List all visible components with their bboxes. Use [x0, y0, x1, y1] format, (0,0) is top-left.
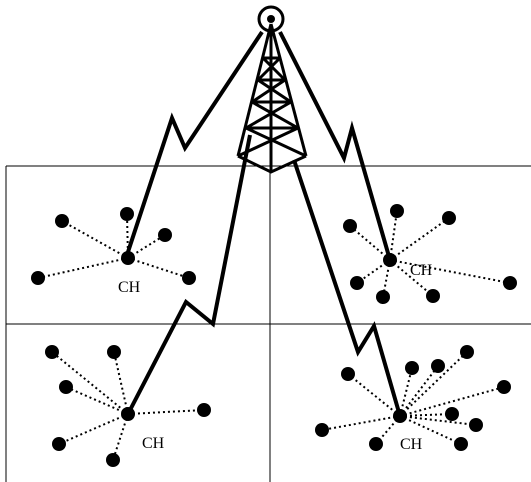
tower-brace	[251, 78, 286, 104]
sensor-node	[59, 380, 73, 394]
node-link	[389, 259, 511, 284]
sensor-node	[52, 437, 66, 451]
sensor-node	[315, 423, 329, 437]
cluster-head-label: CH	[410, 262, 433, 279]
sensor-node	[426, 289, 440, 303]
cluster-bottom-right: CH	[315, 345, 511, 453]
node-link	[112, 413, 129, 461]
sensor-node	[350, 276, 364, 290]
cluster-head-node	[121, 407, 135, 421]
node-link	[65, 386, 129, 415]
sensor-node	[158, 228, 172, 242]
sensor-node	[343, 219, 357, 233]
cluster-top-right: CH	[343, 204, 517, 304]
node-link	[37, 257, 129, 279]
sensor-node	[442, 211, 456, 225]
tower-brace	[245, 100, 292, 130]
link-bolt-bottom-right	[292, 159, 402, 417]
wireless-link-bolts	[124, 30, 402, 417]
node-link	[61, 220, 129, 259]
cluster-head-node	[393, 409, 407, 423]
tower-base	[237, 154, 307, 174]
node-link	[127, 234, 166, 259]
node-link	[389, 259, 434, 297]
tower-right-leg	[269, 23, 308, 157]
tower-brace	[251, 100, 299, 130]
cluster-grid	[5, 165, 531, 482]
cluster-head-label: CH	[118, 279, 141, 296]
node-link	[113, 351, 129, 415]
sensor-node	[376, 290, 390, 304]
tower-icon	[236, 5, 308, 174]
link-bolt-bottom-left	[126, 134, 252, 415]
node-link	[399, 351, 468, 417]
sensor-node	[469, 418, 483, 432]
sensor-node	[431, 359, 445, 373]
cluster-top-left: CH	[31, 207, 196, 296]
node-link	[399, 415, 477, 426]
sensor-node	[107, 345, 121, 359]
node-link	[58, 413, 129, 445]
node-link	[127, 257, 190, 279]
cluster-head-node	[383, 253, 397, 267]
link-bolt-top-right	[278, 31, 392, 261]
node-link	[347, 373, 401, 417]
sensor-node	[31, 271, 45, 285]
sensor-node	[369, 437, 383, 451]
node-link	[321, 415, 401, 431]
node-link	[399, 413, 453, 417]
sensor-node	[445, 407, 459, 421]
node-link	[126, 213, 129, 259]
node-link	[399, 367, 413, 417]
antenna-tip	[267, 15, 275, 23]
node-link	[399, 365, 439, 417]
link-bolt-top-left	[124, 30, 264, 259]
sensor-node	[454, 437, 468, 451]
cluster-head-label: CH	[142, 435, 165, 452]
sensor-node	[503, 276, 517, 290]
tower-brace	[257, 78, 292, 104]
node-link	[51, 351, 129, 415]
tower-brace	[237, 126, 299, 158]
sensor-node	[405, 361, 419, 375]
sensor-node	[460, 345, 474, 359]
sensor-node	[120, 207, 134, 221]
node-link	[127, 409, 205, 415]
tower-brace	[245, 126, 307, 158]
sensor-node	[55, 214, 69, 228]
sensor-node	[341, 367, 355, 381]
tower-brace	[261, 56, 287, 82]
cluster-head-node	[121, 251, 135, 265]
node-link	[399, 415, 462, 445]
tower-brace	[256, 56, 282, 82]
sensor-node	[106, 453, 120, 467]
sensor-node	[182, 271, 196, 285]
node-link	[349, 225, 391, 261]
sensor-node	[390, 204, 404, 218]
sensor-node	[197, 403, 211, 417]
cluster-head-label: CH	[400, 436, 423, 453]
sensor-node	[45, 345, 59, 359]
sensor-node	[497, 380, 511, 394]
cluster-bottom-left: CH	[45, 345, 211, 467]
tower-left-leg	[236, 23, 273, 157]
node-link	[389, 210, 398, 261]
node-link	[389, 217, 450, 261]
